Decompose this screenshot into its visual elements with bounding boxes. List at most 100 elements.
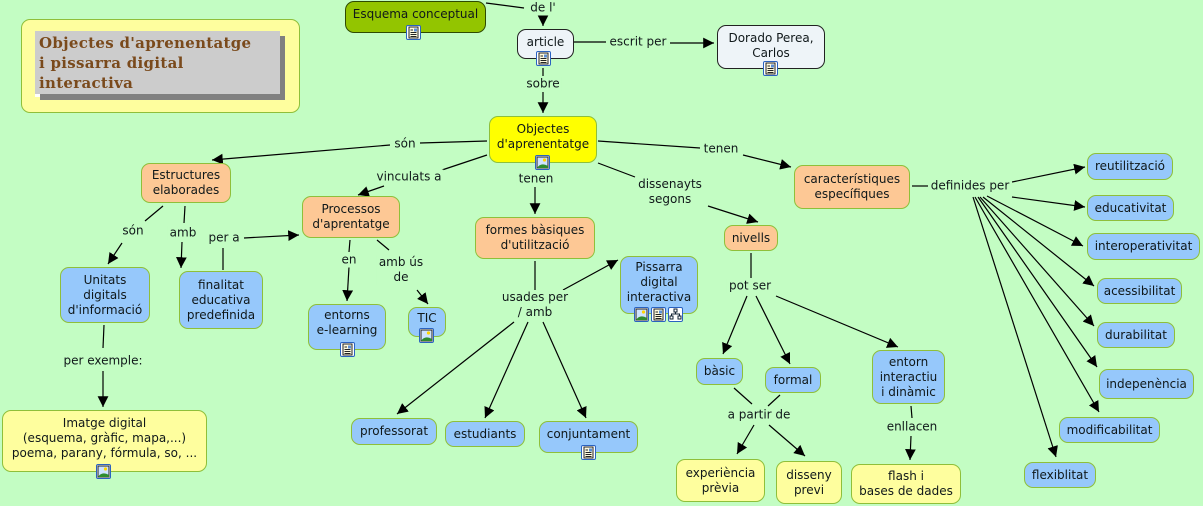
link-line xyxy=(905,435,916,461)
concept-label: TIC xyxy=(417,311,437,325)
concept-experiencia-previa[interactable]: experiència prèvia xyxy=(676,459,765,502)
link-phrase: usades per / amb xyxy=(499,290,571,320)
link-phrase: sobre xyxy=(524,76,562,92)
concept-educativitat[interactable]: educativitat xyxy=(1087,195,1174,221)
concept-nivells[interactable]: nivells xyxy=(724,225,778,251)
image-icon[interactable] xyxy=(419,328,434,343)
document-icon[interactable] xyxy=(763,61,778,76)
concept-label: conjuntament xyxy=(546,427,631,441)
concept-durabilitat[interactable]: durabilitat xyxy=(1097,322,1175,348)
link-line xyxy=(485,2,525,9)
concept-label: article xyxy=(526,35,565,49)
link-phrase: són xyxy=(392,136,418,152)
concept-professorat[interactable]: professorat xyxy=(351,418,437,445)
concept-label: experiència prèvia xyxy=(685,465,756,495)
document-icon[interactable] xyxy=(536,51,551,66)
concept-imatge-digital[interactable]: Imatge digital (esquema, gràfic, mapa,..… xyxy=(2,410,207,472)
concept-map-icon[interactable] xyxy=(668,307,683,322)
link-line xyxy=(736,424,755,455)
link-line xyxy=(775,295,899,348)
concept-label: indepenència xyxy=(1106,376,1187,391)
concept-estructures-elaborades[interactable]: Estructures elaborades xyxy=(141,163,231,203)
concept-processos-aprentatge[interactable]: Processos d'aprentatge xyxy=(302,196,400,238)
document-icon[interactable] xyxy=(406,25,421,40)
concept-label: flexiblitat xyxy=(1031,467,1089,482)
link-line xyxy=(974,196,1100,413)
concept-caracteristiques-especifiques[interactable]: característiques específiques xyxy=(794,165,910,209)
link-phrase: tenen xyxy=(701,141,741,157)
link-line xyxy=(979,196,1095,327)
concept-label: acessibilitat xyxy=(1103,283,1176,298)
link-line xyxy=(972,196,1058,458)
link-line xyxy=(376,239,390,251)
concept-disseny-previ[interactable]: disseny previ xyxy=(776,461,842,504)
concept-label: Objectes d'aprenentatge xyxy=(496,122,590,151)
concept-label: bàsic xyxy=(703,364,736,378)
link-line xyxy=(977,196,1098,368)
concept-label: educativitat xyxy=(1094,200,1167,215)
concept-finalitat-educativa[interactable]: finalitat educativa predefinida xyxy=(179,271,263,329)
link-line xyxy=(597,162,636,178)
link-line xyxy=(243,230,300,241)
concept-estudiants[interactable]: estudiants xyxy=(445,421,525,447)
concept-interoperativitat[interactable]: interoperativitat xyxy=(1087,233,1200,260)
concept-modificabilitat[interactable]: modificabilitat xyxy=(1059,417,1160,443)
link-line xyxy=(1011,163,1086,183)
link-phrase: en xyxy=(339,252,359,268)
link-phrase: amb xyxy=(167,225,199,241)
link-line xyxy=(211,144,391,165)
link-line xyxy=(767,394,781,407)
document-icon[interactable] xyxy=(651,307,666,322)
link-line xyxy=(396,321,515,415)
link-line xyxy=(742,154,792,170)
concept-label: interoperativitat xyxy=(1094,239,1193,253)
link-phrase: vinculats a xyxy=(374,169,444,185)
link-line xyxy=(416,289,429,305)
link-line xyxy=(484,321,529,419)
link-phrase: escrit per xyxy=(607,34,669,50)
concept-unitats-digitals[interactable]: Unitats digitals d'informació xyxy=(60,267,150,323)
link-line xyxy=(722,295,748,355)
image-icon[interactable] xyxy=(535,155,550,170)
concept-label: Processos d'aprentatge xyxy=(312,202,390,231)
link-line xyxy=(768,424,806,457)
image-icon[interactable] xyxy=(634,307,649,322)
concept-formal[interactable]: formal xyxy=(765,367,821,393)
concept-label: durabilitat xyxy=(1105,327,1167,342)
link-phrase: són xyxy=(120,223,146,239)
concept-label: Imatge digital (esquema, gràfic, mapa,..… xyxy=(11,416,198,460)
concept-flexiblitat[interactable]: flexiblitat xyxy=(1024,462,1096,488)
document-icon[interactable] xyxy=(581,445,596,460)
link-line xyxy=(348,239,351,253)
concept-reutilitzacio[interactable]: reutilització xyxy=(1087,153,1173,180)
concept-label: flash i bases de dades xyxy=(859,469,953,498)
concept-entorn-interactiu[interactable]: entorn interactiu i dinàmic xyxy=(872,350,945,404)
concept-label: finalitat educativa predefinida xyxy=(186,277,256,322)
link-line xyxy=(982,196,1095,287)
concept-label: modificabilitat xyxy=(1066,422,1153,437)
link-line xyxy=(562,259,619,291)
concept-label: Unitats digitals d'informació xyxy=(67,272,143,317)
concept-label: entorns e-learning xyxy=(316,308,378,337)
concept-flash-bases-dades[interactable]: flash i bases de dades xyxy=(851,464,961,504)
concept-label: Dorado Perea, Carlos xyxy=(728,31,814,60)
link-phrase: definides per xyxy=(928,178,1012,194)
map-title: Objectes d'aprenentatge i pissarra digit… xyxy=(35,31,280,94)
link-phrase: pot ser xyxy=(726,278,774,294)
link-phrase: per a xyxy=(206,230,242,246)
concept-formes-basiques[interactable]: formes bàsiques d'utilització xyxy=(475,217,595,259)
link-line xyxy=(733,387,753,405)
concept-label: disseny previ xyxy=(786,467,832,497)
concept-label: reutilització xyxy=(1095,159,1165,173)
concept-pissarra-digital[interactable]: Pissarra digital interactiva xyxy=(620,256,698,314)
concept-label: Esquema conceptual xyxy=(352,7,479,21)
link-phrase: dissenayts segons xyxy=(636,177,704,207)
document-icon[interactable] xyxy=(340,342,355,357)
concept-acessibilitat[interactable]: acessibilitat xyxy=(1097,278,1182,304)
image-icon[interactable] xyxy=(96,464,111,479)
concept-basic[interactable]: bàsic xyxy=(696,358,743,385)
link-line xyxy=(542,321,587,419)
concept-label: Estructures elaborades xyxy=(151,168,221,197)
concept-indepenencia[interactable]: indepenència xyxy=(1099,369,1194,399)
